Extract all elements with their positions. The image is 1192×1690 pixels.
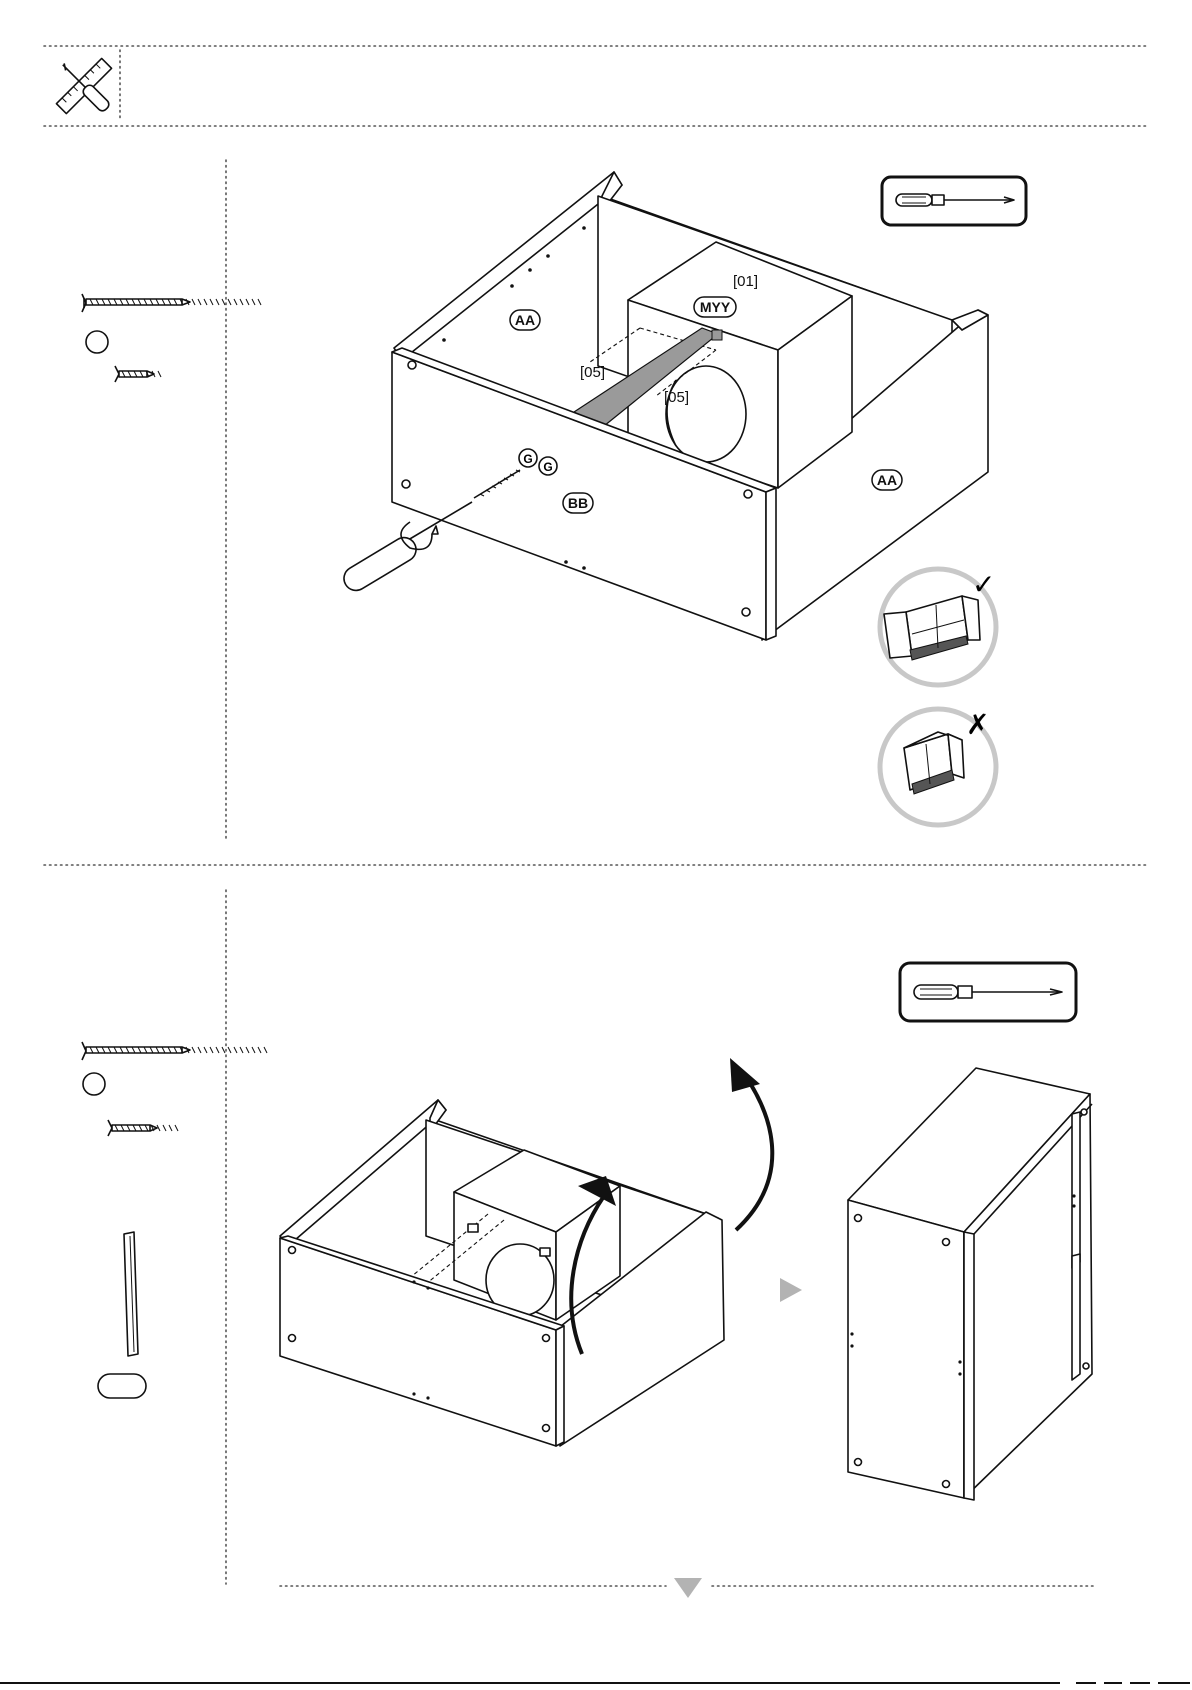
step-2-panel (82, 890, 1096, 1598)
pad-part-icon (98, 1374, 146, 1398)
step-1-panel: AA AA BB MYY [01] [05] [05] G G ✓ (82, 160, 1026, 840)
check-icon: ✓ (972, 568, 995, 601)
ref-05-right: [05] (664, 389, 689, 406)
play-icon (780, 1278, 802, 1302)
label-part-aa-right: AA (872, 470, 902, 490)
hint-wrong: ✗ (880, 708, 996, 825)
parts-list-step-2 (82, 1042, 267, 1398)
cabinet-drawing-step-2-before (280, 1100, 724, 1446)
svg-text:AA: AA (515, 312, 535, 328)
parts-list-step-1 (82, 294, 261, 382)
cabinet-drawing-step-2-after (848, 1068, 1092, 1500)
label-part-myy: MYY (694, 297, 736, 317)
label-part-aa-left: AA (510, 310, 540, 330)
long-screw-icon (82, 1042, 267, 1060)
svg-text:BB: BB (568, 495, 588, 511)
cabinet-drawing-step-1 (340, 172, 988, 640)
washer-icon (86, 331, 108, 353)
tool-box-step-2 (900, 963, 1076, 1021)
strip-part-icon (124, 1232, 138, 1356)
rotate-arrow (736, 1074, 772, 1230)
rotate-arrow-head (730, 1058, 760, 1092)
ref-05-left: [05] (580, 364, 605, 381)
short-screw-icon (108, 1120, 178, 1136)
header-band (44, 46, 1148, 126)
tool-box-step-1 (882, 177, 1026, 225)
svg-text:AA: AA (877, 472, 897, 488)
triangle-down-icon (674, 1578, 702, 1598)
svg-text:MYY: MYY (700, 299, 731, 315)
ref-01: [01] (733, 273, 758, 290)
washer-icon (83, 1073, 105, 1095)
washer-label-1: G (523, 452, 532, 466)
washer-label-2: G (543, 460, 552, 474)
cross-icon: ✗ (966, 708, 989, 741)
hint-correct: ✓ (880, 568, 996, 685)
long-screw-icon (82, 294, 261, 312)
label-part-bb: BB (563, 493, 593, 513)
tools-icon (56, 58, 111, 113)
footer-continue (280, 1578, 1096, 1598)
short-screw-icon (115, 366, 161, 382)
